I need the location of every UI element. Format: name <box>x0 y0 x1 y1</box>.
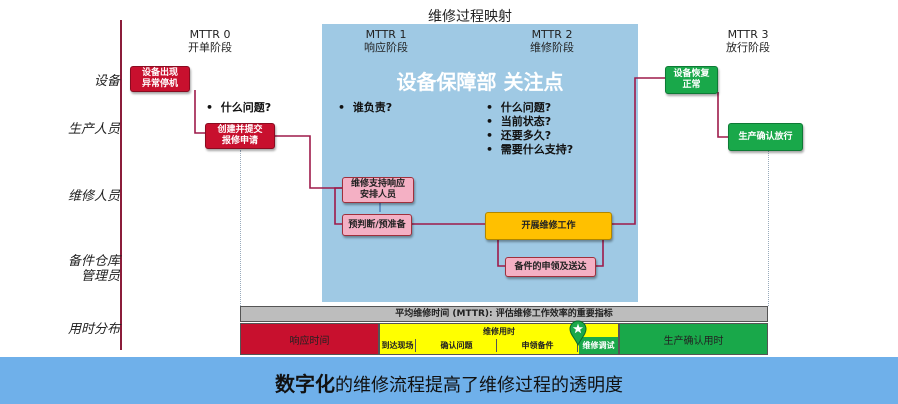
question-phase0: • 什么问题? <box>206 101 271 115</box>
subsegment-debug: 维修调试 <box>579 337 618 354</box>
phase-1-stage: 响应阶段 <box>364 41 408 54</box>
segment-response: 响应时间 <box>240 323 379 355</box>
lane-divider <box>120 20 122 350</box>
phase-3-name: MTTR 3 <box>727 28 769 41</box>
question-phase1-item: • 谁负责? <box>338 101 393 114</box>
current-progress-marker-icon <box>569 320 587 346</box>
segment-repair-label: 维修用时 <box>483 327 515 336</box>
phase-2-header: MTTR 2 维修阶段 <box>512 28 592 54</box>
phase-2-name: MTTR 2 <box>531 28 573 41</box>
conclusion-text: 数字化的维修流程提高了维修过程的透明度 <box>0 368 898 397</box>
question-phase0-item: • 什么问题? <box>206 101 272 114</box>
diagram-title: 维修过程映射 <box>428 9 512 25</box>
step-spare-parts: 备件的申领及送达 <box>505 257 596 277</box>
focus-region <box>322 24 638 302</box>
question-phase2: • 什么问题? • 当前状态? • 还要多久? • 需要什么支持? <box>486 101 573 157</box>
question-phase1: • 谁负责? <box>338 101 392 115</box>
phase-2-stage: 维修阶段 <box>530 41 574 54</box>
phase-0-stage: 开单阶段 <box>188 41 232 54</box>
conclusion-emphasis: 数字化 <box>275 372 335 396</box>
step-respond-assign: 维修支持响应 安排人员 <box>342 177 414 203</box>
lane-equipment: 设备 <box>93 74 120 89</box>
segment-response-label: 响应时间 <box>289 335 330 347</box>
question-phase2-item: • 当前状态? <box>486 115 552 128</box>
lane-production: 生产人员 <box>67 122 120 137</box>
guide-line-3 <box>768 150 769 306</box>
phase-3-stage: 放行阶段 <box>726 41 770 54</box>
subsegment-arrive: 到达现场 <box>380 339 416 352</box>
step-equipment-down: 设备出现 异常停机 <box>130 66 190 92</box>
phase-1-header: MTTR 1 响应阶段 <box>346 28 426 54</box>
step-repair-work: 开展维修工作 <box>485 212 612 240</box>
subsegment-parts: 申领备件 <box>498 339 578 352</box>
lane-maintenance: 维修人员 <box>67 189 120 204</box>
step-equipment-restore: 设备恢复 正常 <box>665 66 718 94</box>
lane-warehouse: 备件仓库 管理员 <box>67 254 120 284</box>
question-phase2-item: • 还要多久? <box>486 129 552 142</box>
question-phase2-item: • 什么问题? <box>486 101 552 114</box>
lane-time-distribution: 用时分布 <box>67 322 120 337</box>
segment-production: 生产确认用时 <box>619 323 768 355</box>
step-prejudge: 预判断/预准备 <box>342 214 412 236</box>
phase-3-header: MTTR 3 放行阶段 <box>708 28 788 54</box>
guide-line-0 <box>240 150 241 306</box>
step-create-request: 创建并提交 报修申请 <box>205 123 275 149</box>
mttr-bar: 平均维修时间 (MTTR): 评估维修工作效率的重要指标 <box>240 306 768 322</box>
conclusion-rest: 的维修流程提高了维修过程的透明度 <box>335 375 623 396</box>
phase-1-name: MTTR 1 <box>365 28 407 41</box>
segment-production-label: 生产确认用时 <box>663 335 724 347</box>
subsegment-confirm: 确认问题 <box>417 339 497 352</box>
question-phase2-item: • 需要什么支持? <box>486 143 574 156</box>
phase-0-header: MTTR 0 开单阶段 <box>170 28 250 54</box>
phase-0-name: MTTR 0 <box>189 28 231 41</box>
step-production-release: 生产确认放行 <box>728 123 803 151</box>
focus-title: 设备保障部 关注点 <box>396 70 564 94</box>
conclusion-banner <box>0 357 898 404</box>
